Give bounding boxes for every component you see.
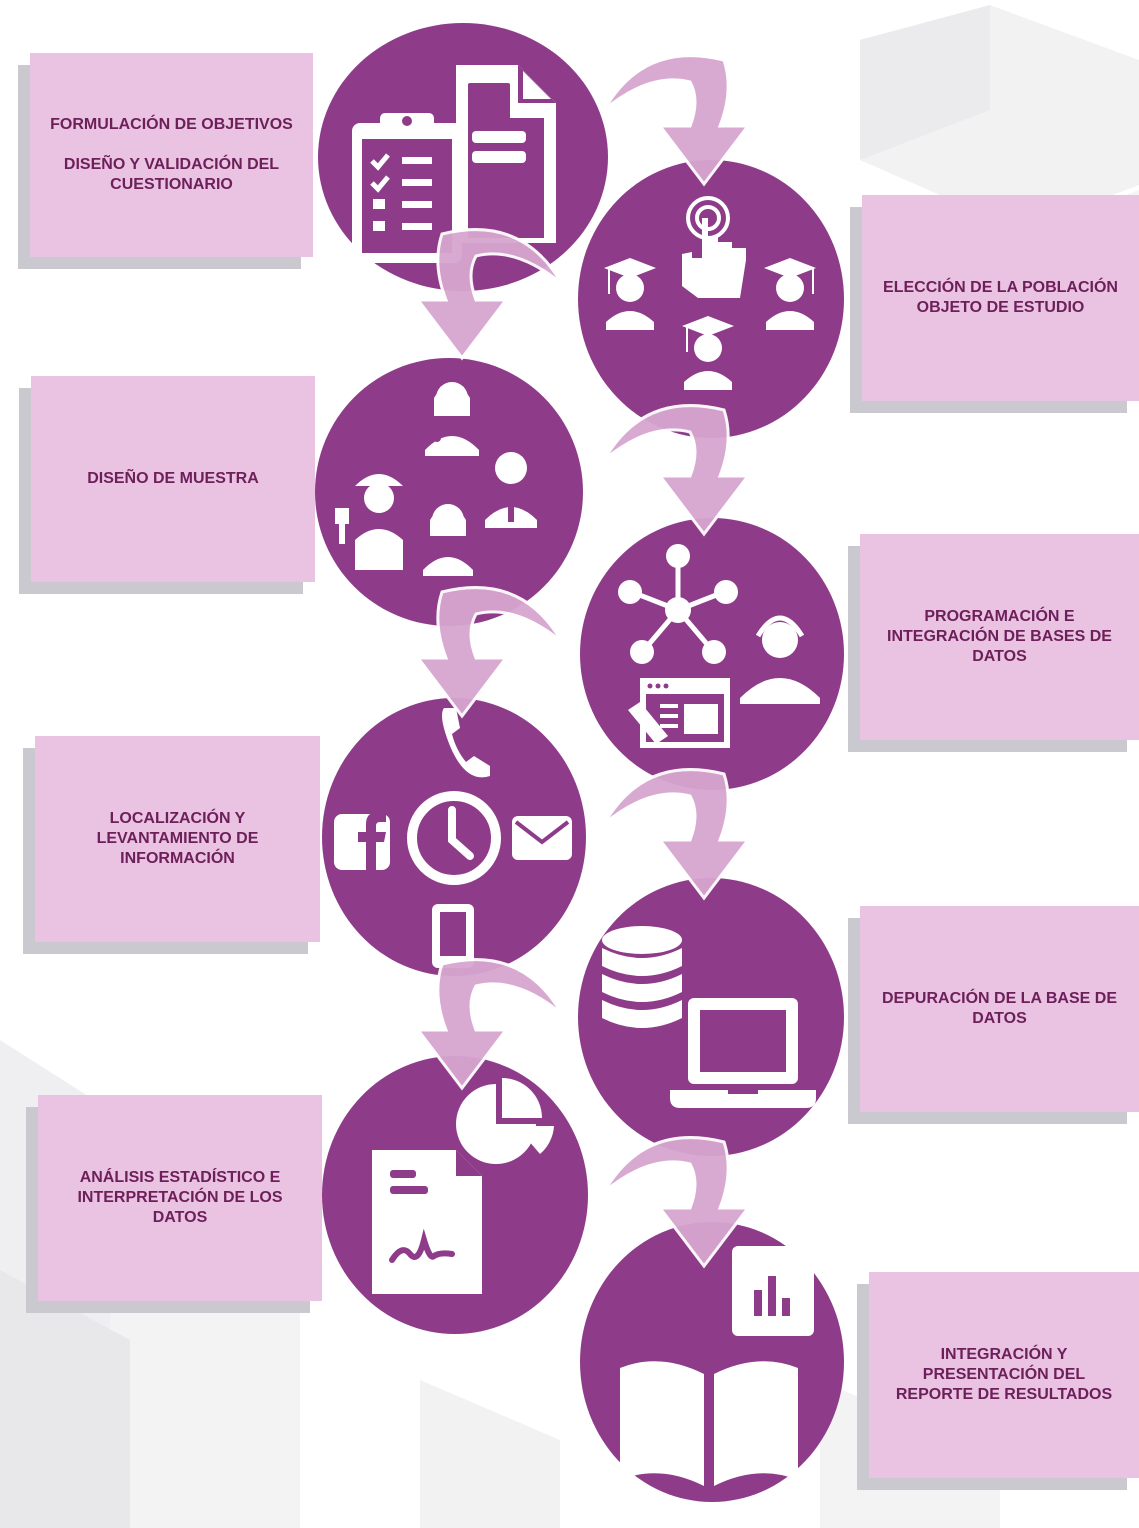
step-card-4: PROGRAMACIÓN E INTEGRACIÓN DE BASES DE D… [860, 534, 1139, 740]
clipboard-document-icon [352, 65, 556, 263]
book-bar-chart-icon [620, 1246, 814, 1486]
database-laptop-icon [602, 926, 816, 1108]
step-circle-7 [322, 1056, 588, 1334]
step-circle-1 [318, 23, 608, 291]
step-circle-5 [322, 698, 586, 976]
network-programming-icon [618, 544, 820, 748]
step-card-7: ANÁLISIS ESTADÍSTICO E INTERPRETACIÓN DE… [38, 1095, 322, 1301]
step-card-8: INTEGRACIÓN Y PRESENTACIÓN DEL REPORTE D… [869, 1272, 1139, 1478]
step-card-3: DISEÑO DE MUESTRA [31, 376, 315, 582]
people-sample-icon [335, 382, 537, 576]
step-card-1: FORMULACIÓN DE OBJETIVOS DISEÑO Y VALIDA… [30, 53, 313, 257]
report-pie-chart-icon [372, 1078, 554, 1294]
step-circle-8 [580, 1222, 844, 1502]
step-circle-3 [315, 358, 583, 626]
step-card-5: LOCALIZACIÓN Y LEVANTAMIENTO DE INFORMAC… [35, 736, 320, 942]
contact-channels-icon [334, 708, 572, 968]
step-circle-2 [578, 160, 844, 438]
graduates-touch-icon [604, 196, 816, 390]
step-card-2: ELECCIÓN DE LA POBLACIÓN OBJETO DE ESTUD… [862, 195, 1139, 401]
step-circle-4 [580, 518, 844, 790]
step-circle-6 [578, 878, 844, 1156]
step-card-6: DEPURACIÓN DE LA BASE DE DATOS [860, 906, 1139, 1112]
